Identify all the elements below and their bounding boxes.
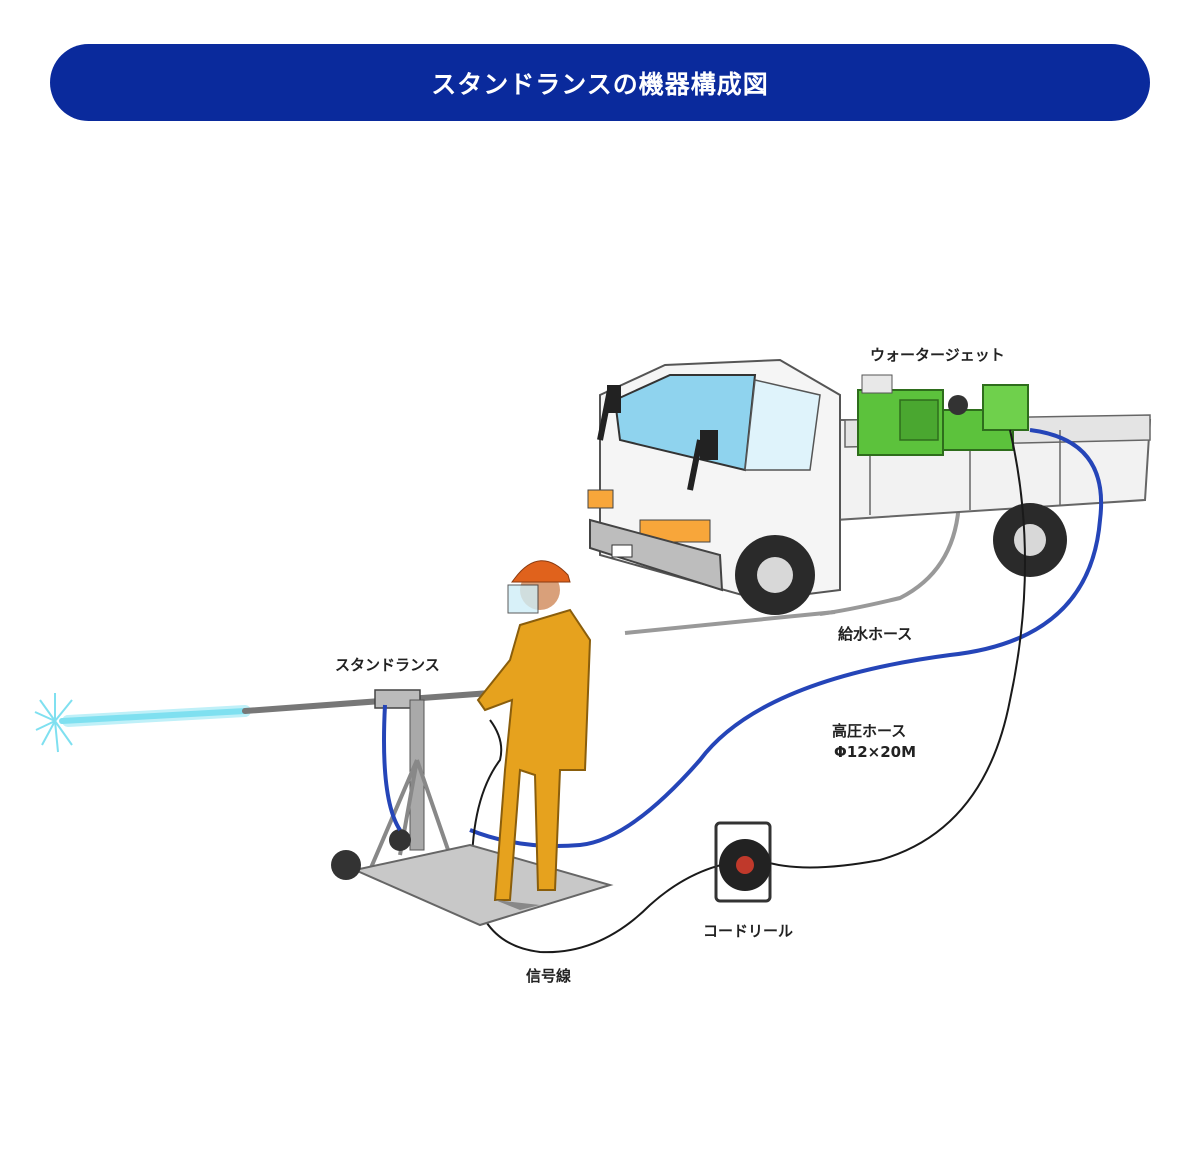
label-cord-reel: コードリール — [703, 922, 794, 940]
label-high-pressure-hose: 高圧ホース — [832, 722, 907, 740]
high-pressure-hose — [469, 428, 1104, 848]
water-spray — [34, 693, 251, 753]
cord-reel — [714, 821, 772, 903]
stand-lance — [242, 689, 614, 927]
label-supply-hose: 給水ホース — [838, 625, 913, 643]
signal-line — [470, 429, 1026, 954]
page-title: スタンドランスの機器構成図 — [431, 69, 769, 99]
worker — [476, 560, 592, 910]
label-signal-line: 信号線 — [526, 967, 572, 985]
label-hose-spec: Φ12×20M — [834, 743, 916, 761]
label-water-jet: ウォータージェット — [870, 346, 1005, 364]
water-jet-unit — [857, 374, 1029, 456]
title-banner: スタンドランスの機器構成図 — [50, 44, 1150, 121]
label-stand-lance: スタンドランス — [335, 656, 440, 674]
